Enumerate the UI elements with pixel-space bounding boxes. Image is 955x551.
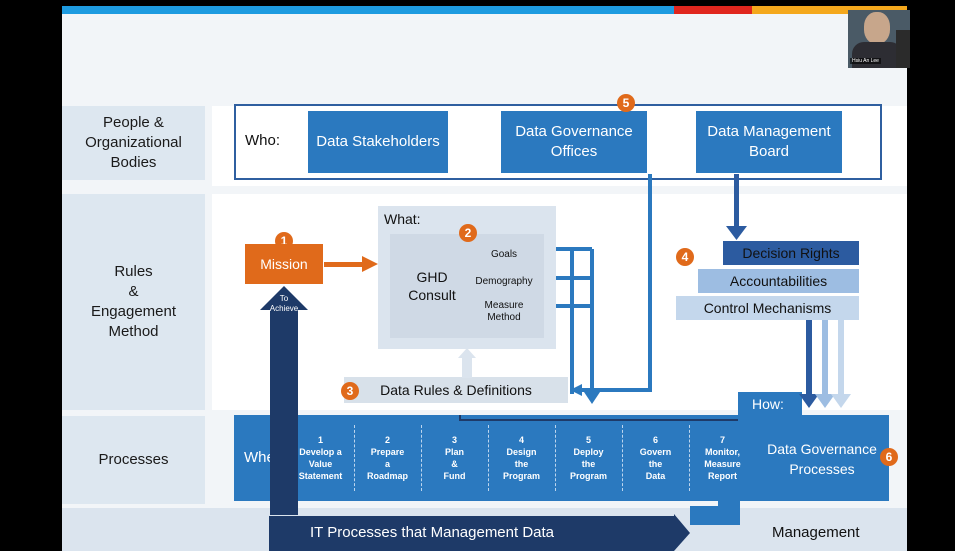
who-frame	[234, 104, 882, 180]
step-divider	[421, 425, 422, 491]
accountabilities-bar: Accountabilities	[698, 269, 859, 293]
what-inner	[390, 234, 544, 338]
step-divider	[354, 425, 355, 491]
marker-4: 4	[676, 248, 694, 266]
step-divider	[622, 425, 623, 491]
who-label: Who:	[245, 132, 281, 149]
step-divider	[689, 425, 690, 491]
participant-video-thumbnail[interactable]: Hsiu An Lee	[848, 10, 910, 68]
how-tab	[738, 392, 802, 416]
it-processes-label: IT Processes that Management Data	[310, 524, 555, 541]
ghd-consult-label: GHD Consult	[408, 269, 456, 303]
presentation-slide: People & Organizational Bodies Rules & E…	[62, 6, 907, 551]
mission-to-what-arrow	[362, 256, 378, 272]
data-management-board-box: Data Management Board	[696, 111, 842, 173]
connector-arrows	[260, 174, 851, 551]
mission-box: Mission	[245, 244, 323, 284]
processes-band	[234, 415, 889, 501]
data-stakeholders-box: Data Stakeholders	[308, 111, 448, 173]
step-divider	[555, 425, 556, 491]
data-rules-definitions-bar: Data Rules & Definitions	[344, 377, 568, 403]
data-governance-offices-box: Data Governance Offices	[501, 111, 647, 173]
to-achieve-arrow-shaft	[270, 310, 298, 515]
control-mechanisms-bar: Control Mechanisms	[676, 296, 859, 320]
dg-processes-label: Data Governance Processes	[767, 441, 877, 477]
top-color-bar-orange	[752, 6, 907, 14]
row-label-rules: Rules & Engagement Method	[62, 194, 205, 410]
decision-rights-bar: Decision Rights	[723, 241, 859, 265]
what-label: What:	[384, 211, 421, 227]
to-achieve-label: To Achieve	[269, 294, 299, 313]
marker-2: 2	[459, 224, 477, 242]
board-arrow-head	[726, 226, 747, 240]
top-color-bar-blue	[62, 6, 674, 14]
it-processes-bar	[269, 516, 674, 551]
marker-3: 3	[341, 382, 359, 400]
how-label: How:	[752, 396, 784, 412]
demography-label: Demography	[475, 276, 533, 287]
gov-offices-arrow-head	[570, 384, 582, 396]
marker-6: 6	[880, 448, 898, 466]
participant-body	[852, 42, 902, 68]
step-divider	[488, 425, 489, 491]
participant-video-icon	[864, 12, 890, 44]
measure-method-label: Measure Method	[484, 300, 524, 323]
it-arrow-head	[674, 514, 690, 551]
goals-label: Goals	[490, 249, 518, 260]
row-label-people: People & Organizational Bodies	[62, 106, 205, 180]
row-label-processes: Processes	[62, 416, 205, 504]
second-participant	[896, 30, 910, 68]
marker-5: 5	[617, 94, 635, 112]
management-label: Management	[772, 524, 860, 541]
to-achieve-arrow-head	[260, 286, 308, 310]
top-color-bar-red	[674, 6, 752, 14]
participant-name-tag: Hsiu An Lee	[850, 58, 881, 64]
